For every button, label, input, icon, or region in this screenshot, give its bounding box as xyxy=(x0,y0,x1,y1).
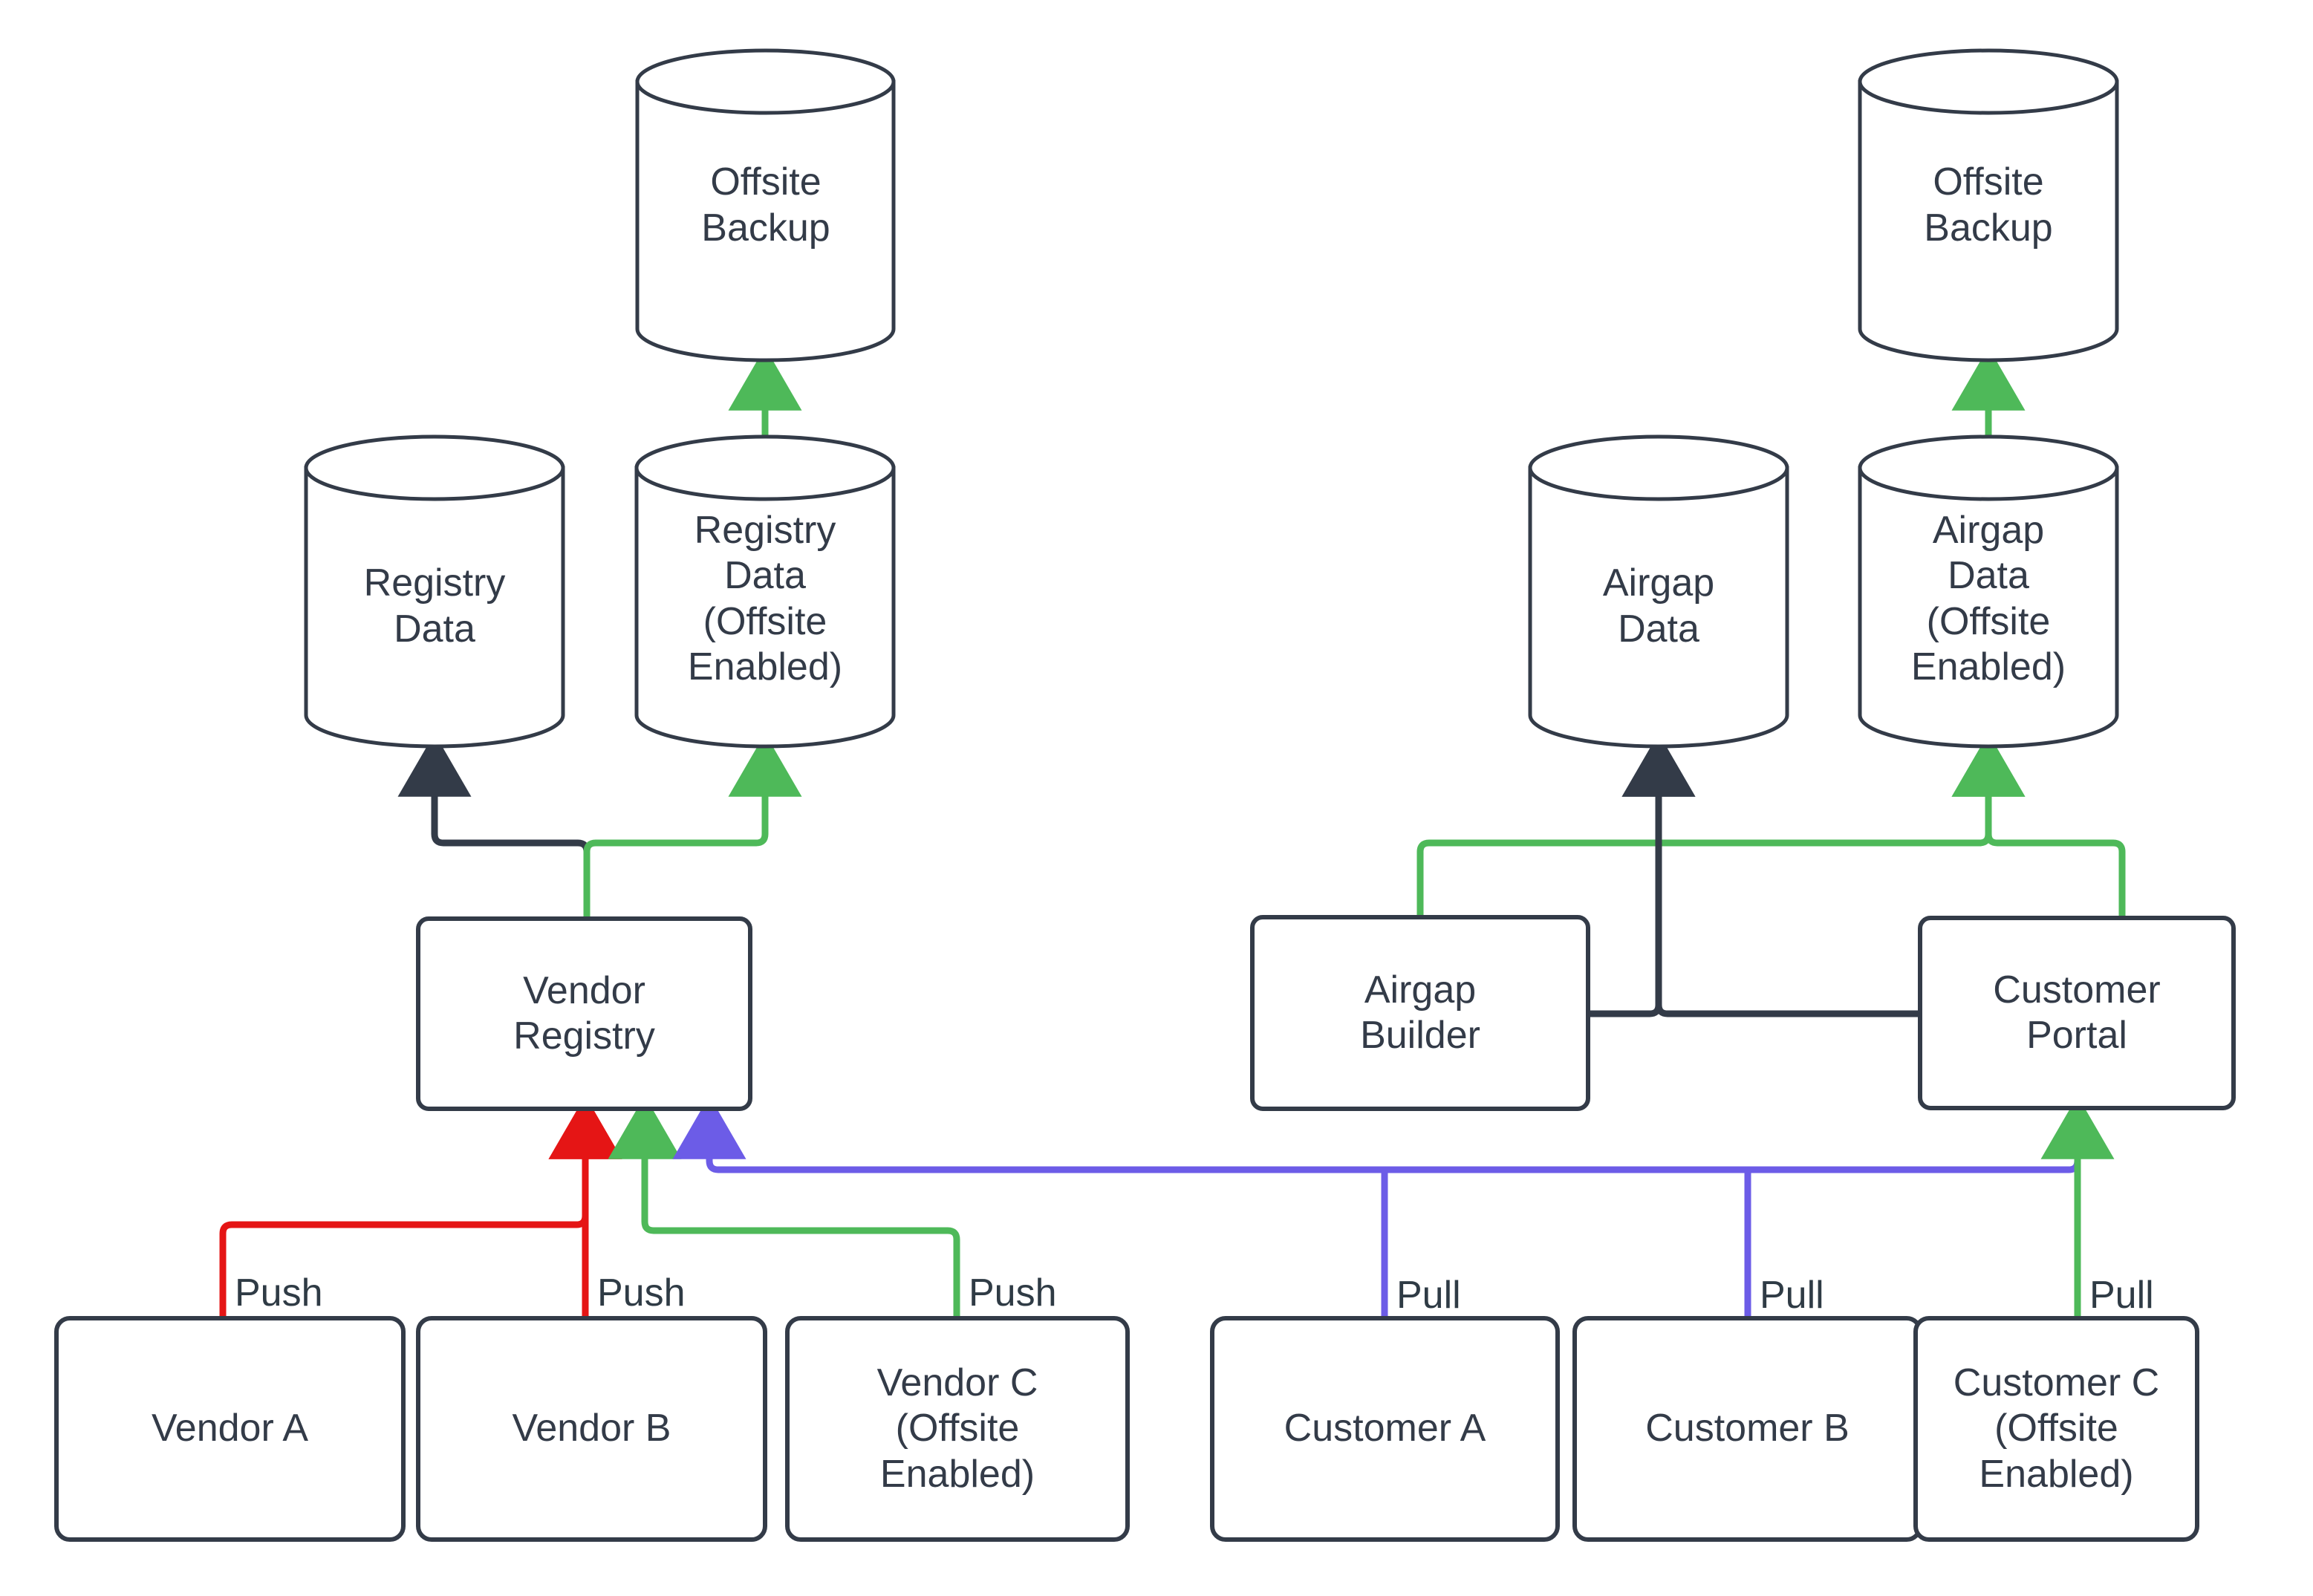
edge-label-customer-b-pull: Pull xyxy=(1760,1274,1824,1317)
edge-portal-to-airgap-offsite xyxy=(1951,733,2126,918)
box-vendor-registry xyxy=(416,916,752,1111)
box-vendor-a xyxy=(54,1316,406,1542)
box-customer-a xyxy=(1210,1316,1560,1542)
edge-registry-to-registry-data xyxy=(397,733,591,919)
cylinder-offsite-backup-left xyxy=(635,48,896,362)
box-vendor-c xyxy=(785,1316,1130,1542)
box-customer-b xyxy=(1572,1316,1922,1542)
edge-airgap-builder-to-airgap-offsite xyxy=(1416,733,2026,917)
edge-label-vendor-c-push: Push xyxy=(969,1271,1057,1315)
edge-portal-to-airgap-data xyxy=(1621,733,1920,1017)
edge-airgap-builder-to-airgap-data xyxy=(1588,733,1696,1017)
cylinder-airgap-data xyxy=(1528,434,1789,749)
box-customer-portal xyxy=(1918,916,2236,1110)
cylinder-airgap-data-offsite xyxy=(1858,434,2119,749)
edge-vendor-c-push xyxy=(608,1095,960,1318)
edge-registry-to-registry-data-offsite xyxy=(583,733,802,919)
edge-portal-to-registry xyxy=(672,1095,2081,1173)
edge-label-vendor-a-push: Push xyxy=(235,1271,323,1315)
cylinder-offsite-backup-right xyxy=(1858,48,2119,362)
cylinder-registry-data-offsite xyxy=(634,434,896,749)
box-vendor-b xyxy=(416,1316,767,1542)
edge-label-vendor-b-push: Push xyxy=(597,1271,686,1315)
cylinder-registry-data xyxy=(304,434,565,749)
edge-label-customer-c-pull: Pull xyxy=(2089,1274,2154,1317)
edge-label-customer-a-pull: Pull xyxy=(1396,1274,1461,1317)
box-airgap-builder xyxy=(1250,915,1590,1111)
box-customer-c xyxy=(1913,1316,2199,1542)
